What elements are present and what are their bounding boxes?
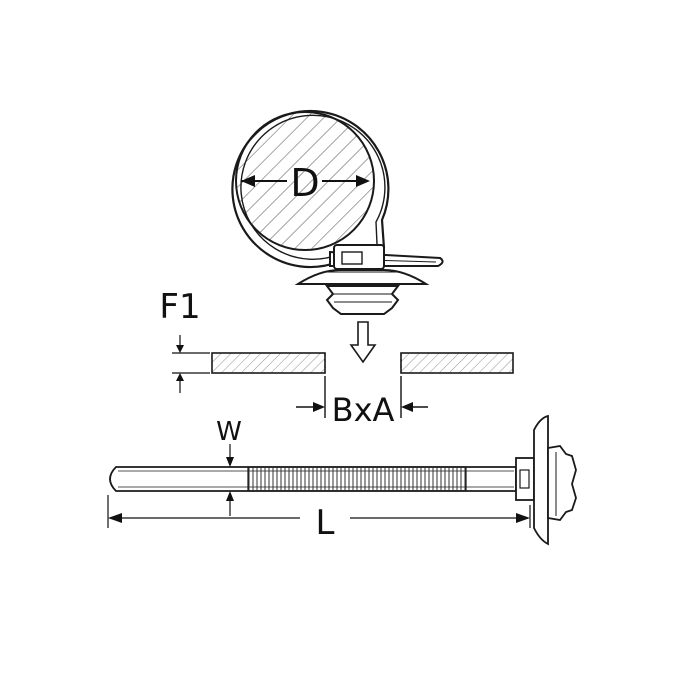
width-label: W: [216, 417, 242, 447]
length-dimension: [107, 495, 531, 528]
width-dimension: [226, 444, 234, 516]
panel-thickness-dimension: [172, 335, 210, 393]
tie-anchor: [547, 445, 577, 521]
diameter-label: D: [290, 161, 319, 205]
panel-thickness-label: F1: [159, 287, 200, 327]
hole-size-label: BxA: [332, 391, 395, 429]
wing-washer: [294, 269, 430, 285]
strap-loop-inner: [240, 114, 386, 260]
length-label: L: [316, 503, 335, 543]
insertion-arrow-icon: [349, 321, 377, 364]
hole-size-dimension: [296, 376, 428, 418]
mounting-panel: [211, 352, 514, 374]
cable-tie-side-view: [109, 414, 577, 546]
tie-head: [515, 457, 535, 501]
strap-teeth: [247, 466, 467, 492]
diameter-dimension: D: [241, 161, 370, 205]
strap-loop: [231, 109, 390, 269]
clamp-assembly: [231, 109, 444, 315]
fir-tree-anchor: [325, 285, 400, 315]
tie-washer: [533, 414, 549, 546]
